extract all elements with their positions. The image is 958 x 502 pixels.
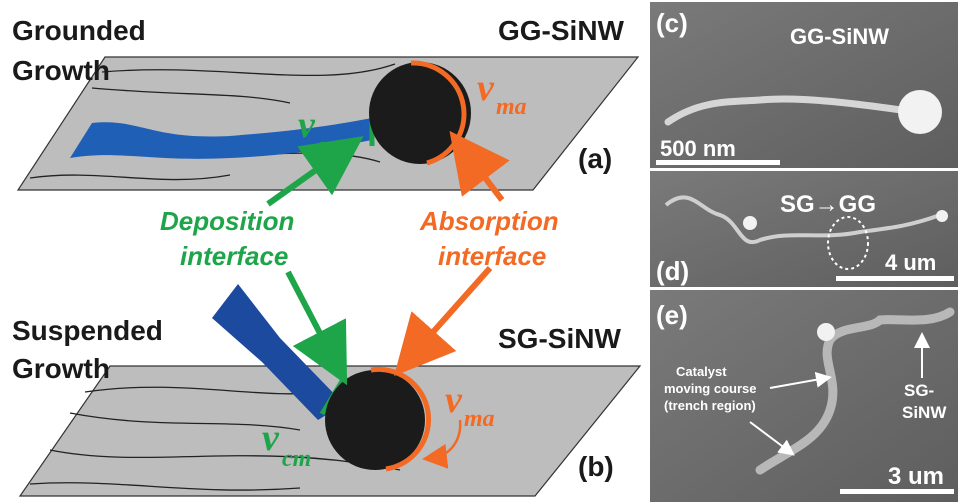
absorption-interface-b — [370, 366, 432, 472]
curved-arrow-vma — [422, 419, 462, 469]
grounded-growth-line1: Grounded — [12, 15, 146, 46]
scale-bar-c — [656, 160, 780, 165]
sem-e-scale-text: 3 um — [888, 463, 944, 490]
gg-sinw-title: GG-SiNW — [498, 15, 625, 46]
sem-e-annot2-line2: SiNW — [902, 403, 947, 422]
deposition-interface-line2: interface — [180, 241, 288, 271]
panel-label-a: (a) — [578, 143, 612, 174]
sem-d-scale-text: 4 um — [885, 250, 936, 275]
scale-bar-d — [836, 276, 954, 281]
arrow-absorption-to-a — [449, 130, 510, 202]
absorption-interface-a — [410, 60, 467, 166]
trench-line-b2 — [69, 412, 301, 431]
absorption-interface-line1: Absorption — [419, 206, 559, 236]
panel-label-e: (e) — [656, 300, 688, 330]
trench-line-a1 — [101, 63, 396, 77]
sem-d-title: SG→GG — [780, 191, 876, 218]
diagram-a — [16, 56, 640, 191]
arrow-deposition-to-b — [285, 270, 348, 386]
sem-catalyst-c — [898, 90, 942, 134]
trench-line-a2 — [91, 87, 291, 104]
v-cm-bottom-sub: cm — [282, 446, 311, 472]
sem-catalyst-d1 — [743, 216, 757, 230]
suspended-growth-line2: Growth — [12, 353, 110, 384]
v-ma-top-sub: ma — [496, 94, 527, 120]
catalyst-particle-b — [325, 370, 425, 470]
sem-e-annot1-line1: Catalyst — [676, 364, 727, 379]
deposition-interface-line1: Deposition — [160, 206, 294, 236]
sem-wire-e-main — [755, 307, 955, 475]
trench-line-a4 — [29, 174, 231, 181]
v-ma-bottom-sub: ma — [464, 406, 495, 432]
sem-wire-d — [664, 195, 941, 245]
arrow-deposition-to-a — [266, 136, 364, 207]
sem-catalyst-d2 — [936, 210, 948, 222]
absorption-interface-line2: interface — [438, 241, 546, 271]
grounded-growth-line2: Growth — [12, 55, 110, 86]
sem-c-scale-text: 500 nm — [660, 136, 736, 161]
sem-image-c — [650, 2, 958, 168]
sem-image-d — [650, 171, 958, 287]
sem-e-annot1-line2: moving course — [664, 381, 756, 396]
sem-panel-d: (d) SG→GG 4 um — [650, 171, 958, 287]
nanowire-gg — [70, 118, 372, 159]
nanowire-sg — [212, 284, 344, 420]
trench-line-b3 — [49, 449, 401, 471]
v-ma-top-base: v — [477, 67, 495, 109]
panel-label-b: (b) — [578, 451, 614, 482]
trench-line-b4 — [29, 482, 301, 491]
sem-e-annot2-line1: SG- — [904, 381, 934, 400]
sem-panel-e: (e) Catalyst moving course (trench regio… — [650, 290, 958, 502]
sg-sinw-title: SG-SiNW — [498, 323, 621, 354]
sem-catalyst-e — [817, 323, 835, 341]
sem-panel-c: (c) GG-SiNW 500 nm — [650, 2, 958, 168]
sem-e-arrow2 — [749, 421, 795, 456]
v-cm-top-base: v — [298, 104, 316, 146]
sem-image-e — [650, 290, 958, 502]
scale-bar-e — [840, 489, 954, 494]
v-ma-bottom-base: v — [445, 379, 463, 421]
arrow-absorption-to-b — [394, 266, 493, 376]
sem-e-arrow1 — [769, 371, 832, 389]
diagram-b — [18, 284, 642, 497]
panel-label-c: (c) — [656, 8, 688, 38]
suspended-growth-line1: Suspended — [12, 315, 163, 346]
sem-c-title: GG-SiNW — [790, 24, 889, 49]
sem-e-annot1-line3: (trench region) — [664, 398, 756, 413]
v-cm-bottom-base: v — [262, 417, 280, 459]
sem-wire-c — [664, 95, 919, 126]
catalyst-particle-a — [369, 62, 471, 164]
panel-label-d: (d) — [656, 256, 689, 286]
sem-highlight-circle-d — [827, 216, 869, 270]
v-cm-top-sub: cm — [316, 133, 345, 159]
